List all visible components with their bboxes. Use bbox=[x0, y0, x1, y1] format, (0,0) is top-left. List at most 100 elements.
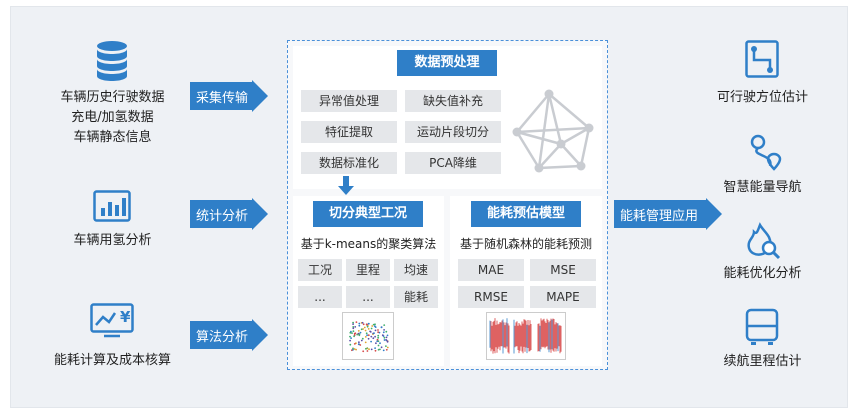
scatter-dot bbox=[368, 348, 370, 351]
scatter-dot bbox=[361, 337, 364, 340]
scatter-dot bbox=[379, 342, 381, 345]
scatter-dot bbox=[350, 337, 352, 339]
right-item-2: 智慧能量导航 bbox=[723, 180, 802, 195]
scatter-dot bbox=[358, 324, 361, 327]
scatter-dot bbox=[367, 328, 370, 330]
scatter-dot bbox=[385, 330, 388, 333]
chip-avg-speed: 均速 bbox=[394, 259, 438, 281]
scatter-dot bbox=[386, 334, 389, 337]
scatter-dot bbox=[366, 334, 368, 337]
scatter-dot bbox=[369, 330, 371, 333]
scatter-dot bbox=[349, 335, 351, 338]
route-map-icon bbox=[745, 40, 779, 78]
scatter-dot bbox=[352, 321, 354, 324]
bus-icon bbox=[745, 308, 779, 345]
scatter-dot bbox=[349, 331, 352, 334]
chip-mae: MAE bbox=[458, 259, 524, 281]
cut-subtitle: 基于k-means的聚类算法 bbox=[300, 237, 437, 251]
bar-chart-icon bbox=[93, 190, 131, 222]
scatter-dot bbox=[354, 326, 357, 328]
scatter-dot bbox=[382, 349, 385, 352]
scatter-dot bbox=[360, 339, 363, 342]
scatter-dot bbox=[353, 343, 356, 345]
scatter-dot bbox=[353, 348, 356, 350]
arrow-energy-management-label: 能耗管理应用 bbox=[614, 200, 706, 228]
scatter-dot bbox=[362, 323, 365, 326]
scatter-dot bbox=[349, 339, 351, 342]
chip-outlier: 异常值处理 bbox=[301, 90, 397, 112]
scatter-dot bbox=[357, 343, 360, 346]
scatter-dot bbox=[385, 345, 387, 347]
scatter-dot bbox=[370, 348, 373, 351]
scatter-dot bbox=[352, 326, 355, 328]
scatter-dot bbox=[380, 326, 383, 329]
scatter-dot bbox=[365, 332, 368, 335]
scatter-dot bbox=[352, 330, 355, 333]
scatter-dot bbox=[383, 336, 386, 339]
scatter-dot bbox=[351, 332, 353, 334]
scatter-dot bbox=[365, 347, 367, 350]
arrow-algorithm: 算法分析 bbox=[190, 319, 268, 351]
scatter-dot bbox=[370, 327, 373, 330]
arrow-collect: 采集传输 bbox=[190, 80, 268, 112]
scatter-dot bbox=[361, 321, 364, 324]
scatter-dot bbox=[374, 347, 376, 349]
right-item-1: 可行驶方位估计 bbox=[716, 90, 808, 105]
chip-rmse: RMSE bbox=[458, 286, 524, 308]
scatter-dot bbox=[353, 335, 355, 338]
scatter-dot bbox=[386, 340, 389, 343]
scatter-dot bbox=[364, 341, 367, 344]
scatter-dot bbox=[383, 324, 386, 326]
prediction-chart-thumbnail bbox=[486, 312, 566, 360]
scatter-dot bbox=[371, 325, 374, 327]
scatter-dot bbox=[370, 340, 372, 343]
arrow-statistics: 统计分析 bbox=[190, 198, 268, 230]
chip-feature: 特征提取 bbox=[301, 121, 397, 143]
left-group1-line1: 车辆历史行驶数据 bbox=[60, 90, 165, 105]
scatter-dot bbox=[376, 338, 379, 341]
arrow-statistics-label: 统计分析 bbox=[190, 200, 252, 228]
scatter-dot bbox=[380, 346, 383, 349]
scatter-dot bbox=[366, 350, 369, 352]
down-arrow-icon bbox=[338, 176, 354, 195]
scatter-dot bbox=[377, 334, 380, 337]
scatter-dot bbox=[359, 344, 362, 346]
scatter-dot bbox=[364, 336, 367, 338]
scatter-dot bbox=[382, 331, 385, 334]
scatter-dot bbox=[355, 321, 358, 323]
scatter-dot bbox=[358, 341, 360, 344]
left-group2-label: 车辆用氢分析 bbox=[73, 233, 152, 248]
scatter-dot bbox=[357, 330, 360, 332]
scatter-dot bbox=[385, 336, 388, 339]
navigation-pin-icon bbox=[750, 134, 782, 171]
scatter-dot bbox=[352, 347, 354, 350]
arrow-collect-label: 采集传输 bbox=[190, 82, 252, 110]
scatter-dot bbox=[377, 331, 379, 333]
chip-mileage: 里程 bbox=[346, 259, 390, 281]
scatter-dot bbox=[385, 339, 387, 341]
chip-mse: MSE bbox=[530, 259, 596, 281]
scatter-dot bbox=[377, 329, 379, 331]
arrow-energy-management: 能耗管理应用 bbox=[614, 198, 722, 230]
scatter-dot bbox=[363, 326, 366, 329]
scatter-dot bbox=[381, 334, 384, 337]
arrow-algorithm-label: 算法分析 bbox=[190, 321, 252, 349]
scatter-dot bbox=[360, 328, 363, 331]
preprocess-title: 数据预处理 bbox=[397, 50, 497, 76]
scatter-dot bbox=[372, 323, 375, 326]
scatter-dot bbox=[370, 335, 373, 338]
chip-segment: 运动片段切分 bbox=[405, 121, 501, 143]
scatter-dot bbox=[355, 348, 357, 351]
model-subtitle: 基于随机森林的能耗预测 bbox=[459, 237, 592, 251]
scatter-dot bbox=[373, 332, 375, 334]
database-icon bbox=[97, 41, 127, 81]
chip-pca: PCA降维 bbox=[405, 152, 501, 174]
scatter-dot bbox=[374, 329, 377, 332]
chip-ellipsis-1: ... bbox=[298, 286, 342, 308]
chip-standardize: 数据标准化 bbox=[301, 152, 397, 174]
scatter-dot bbox=[359, 331, 362, 334]
scatter-dot bbox=[377, 336, 380, 339]
left-group1-line3: 车辆静态信息 bbox=[73, 130, 152, 145]
scatter-dot bbox=[367, 323, 370, 325]
scatter-dot bbox=[352, 348, 354, 351]
